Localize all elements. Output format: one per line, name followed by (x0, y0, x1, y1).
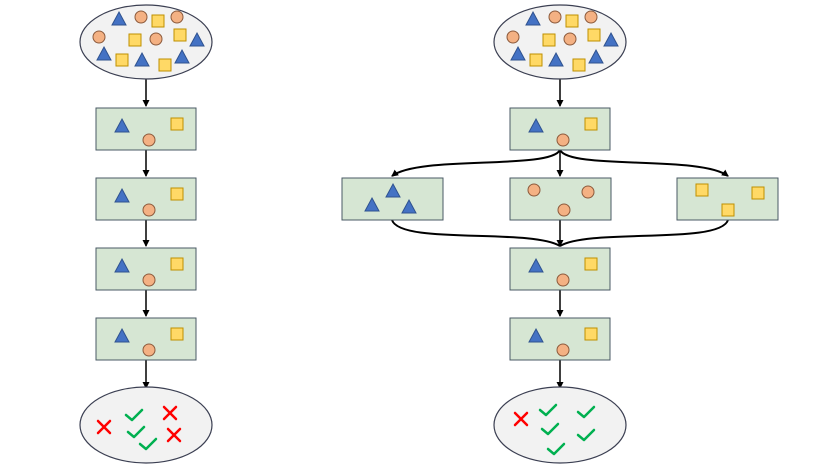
cross-icon (162, 405, 178, 421)
left-input-pool (79, 4, 213, 80)
square-icon (170, 327, 184, 341)
circle-icon (557, 203, 571, 217)
right-stage-4 (509, 317, 611, 361)
left-stage-1 (95, 107, 197, 151)
checkmark-icon (138, 437, 158, 451)
left-stage-2 (95, 177, 197, 221)
right-split-arrow-right (559, 149, 729, 177)
circle-icon (548, 10, 562, 24)
circle-icon (142, 273, 156, 287)
circle-icon (142, 133, 156, 147)
square-icon (170, 187, 184, 201)
square-icon (151, 14, 165, 28)
square-icon (173, 28, 187, 42)
circle-icon (563, 32, 577, 46)
cross-icon (513, 411, 529, 427)
nodes (79, 4, 779, 464)
triangle-icon (114, 187, 130, 203)
circle-icon (556, 133, 570, 147)
connectors (142, 79, 729, 389)
triangle-icon (134, 51, 150, 67)
left-stage-4 (95, 317, 197, 361)
triangle-icon (548, 51, 564, 67)
triangle-icon (111, 10, 127, 26)
right-stage-1 (509, 107, 611, 151)
circle-icon (142, 343, 156, 357)
cross-icon (96, 419, 112, 435)
triangle-icon (114, 257, 130, 273)
checkmark-icon (540, 422, 560, 436)
right-split-arrow-left (391, 149, 561, 177)
triangle-icon (603, 31, 619, 47)
right-branch-3 (676, 177, 779, 221)
square-icon (115, 53, 129, 67)
checkmark-icon (538, 403, 558, 417)
circle-icon (506, 30, 520, 44)
circle-icon (134, 10, 148, 24)
circle-icon (581, 185, 595, 199)
right-input-pool (493, 4, 627, 80)
triangle-icon (189, 31, 205, 47)
checkmark-icon (546, 442, 566, 456)
square-icon (584, 327, 598, 341)
left-outcome-pool (79, 386, 213, 464)
square-icon (529, 53, 543, 67)
triangle-icon (588, 48, 604, 64)
triangle-icon (528, 117, 544, 133)
triangle-icon (510, 45, 526, 61)
square-icon (584, 257, 598, 271)
triangle-icon (525, 10, 541, 26)
left-stage-3 (95, 247, 197, 291)
triangle-icon (174, 48, 190, 64)
checkmark-icon (126, 425, 146, 439)
square-icon (170, 257, 184, 271)
square-icon (128, 33, 142, 47)
checkmark-icon (576, 405, 596, 419)
square-icon (542, 33, 556, 47)
square-icon (751, 186, 765, 200)
square-icon (565, 14, 579, 28)
circle-icon (527, 183, 541, 197)
triangle-icon (528, 327, 544, 343)
square-icon (158, 58, 172, 72)
circle-icon (149, 32, 163, 46)
right-merge-line-right (559, 219, 729, 247)
circle-icon (170, 10, 184, 24)
circle-icon (556, 343, 570, 357)
checkmark-icon (124, 408, 144, 422)
cross-icon (166, 427, 182, 443)
right-stage-3 (509, 247, 611, 291)
circle-icon (556, 273, 570, 287)
triangle-icon (385, 182, 401, 198)
square-icon (721, 203, 735, 217)
square-icon (695, 183, 709, 197)
square-icon (170, 117, 184, 131)
square-icon (572, 58, 586, 72)
square-icon (587, 28, 601, 42)
triangle-icon (96, 45, 112, 61)
right-branch-1 (341, 177, 444, 221)
triangle-icon (364, 196, 380, 212)
circle-icon (142, 203, 156, 217)
triangle-icon (528, 257, 544, 273)
checkmark-icon (576, 428, 596, 442)
right-merge-line-left (391, 219, 561, 247)
circle-icon (92, 30, 106, 44)
triangle-icon (401, 198, 417, 214)
right-outcome-pool (493, 386, 627, 464)
right-branch-2 (509, 177, 612, 221)
square-icon (584, 117, 598, 131)
triangle-icon (114, 117, 130, 133)
triangle-icon (114, 327, 130, 343)
circle-icon (584, 10, 598, 24)
